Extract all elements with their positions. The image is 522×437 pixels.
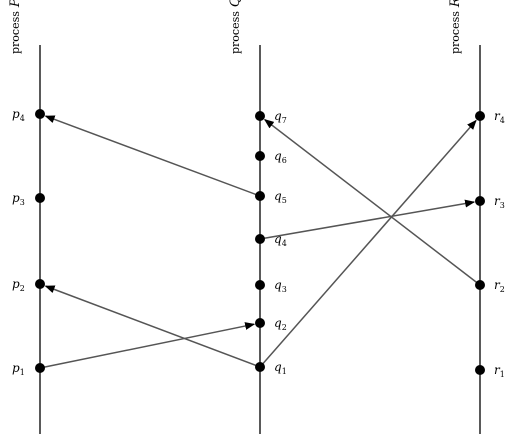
event-label-r4: r4 — [494, 109, 505, 125]
event-r1 — [475, 365, 485, 375]
process-title-prefix: process — [9, 11, 22, 54]
process-title-prefix: process — [229, 11, 242, 54]
message-arrow-q1-to-r4 — [259, 119, 477, 368]
event-label-letter: q — [274, 232, 282, 246]
message-arrow-q4-to-r3 — [259, 199, 476, 240]
event-q3 — [255, 280, 265, 290]
event-label-letter: r — [494, 363, 501, 377]
event-q6 — [255, 151, 265, 161]
event-label-p1: p1 — [12, 361, 25, 377]
process-title-var: P — [8, 0, 23, 8]
process-title-prefix: process — [449, 11, 462, 54]
event-label-subscript: 1 — [282, 367, 287, 376]
process-title-q: process Q — [228, 0, 243, 54]
event-label-subscript: 1 — [20, 368, 25, 377]
event-label-subscript: 2 — [282, 323, 287, 332]
event-p3 — [35, 193, 45, 203]
event-label-subscript: 6 — [282, 156, 287, 165]
event-label-letter: p — [12, 277, 20, 291]
event-label-letter: r — [494, 109, 501, 123]
event-label-p3: p3 — [12, 191, 25, 207]
event-label-letter: r — [494, 194, 501, 208]
event-label-r1: r1 — [494, 363, 505, 379]
event-label-subscript: 4 — [500, 116, 505, 125]
event-q4 — [255, 234, 265, 244]
event-label-p4: p4 — [12, 107, 25, 123]
event-q5 — [255, 191, 265, 201]
message-arrow-p1-to-q2 — [39, 322, 256, 369]
message-arrow-q5-to-p4 — [44, 115, 261, 197]
event-label-subscript: 5 — [282, 196, 287, 205]
event-label-letter: q — [274, 360, 282, 374]
event-label-q5: q5 — [274, 189, 287, 205]
process-title-var: Q — [228, 0, 243, 7]
message-arrow-r2-to-q7 — [263, 119, 481, 286]
event-r4 — [475, 111, 485, 121]
event-label-letter: r — [494, 278, 501, 292]
event-label-r2: r2 — [494, 278, 505, 294]
event-label-q6: q6 — [274, 149, 287, 165]
event-label-letter: p — [12, 191, 20, 205]
event-label-letter: p — [12, 107, 20, 121]
process-title-r: process R — [448, 0, 463, 54]
event-label-letter: q — [274, 278, 282, 292]
event-label-q4: q4 — [274, 232, 287, 248]
event-q1 — [255, 362, 265, 372]
event-label-subscript: 2 — [20, 284, 25, 293]
event-label-letter: q — [274, 109, 282, 123]
event-label-r3: r3 — [494, 194, 505, 210]
event-label-letter: q — [274, 189, 282, 203]
event-q7 — [255, 111, 265, 121]
event-p1 — [35, 363, 45, 373]
event-q2 — [255, 318, 265, 328]
event-label-q3: q3 — [274, 278, 287, 294]
event-label-subscript: 2 — [500, 285, 505, 294]
event-label-letter: p — [12, 361, 20, 375]
event-label-subscript: 4 — [282, 239, 287, 248]
event-label-letter: q — [274, 149, 282, 163]
event-label-q7: q7 — [274, 109, 287, 125]
message-arrow-q1-to-p2 — [44, 285, 261, 368]
event-p4 — [35, 109, 45, 119]
event-label-letter: q — [274, 316, 282, 330]
event-label-subscript: 3 — [282, 285, 287, 294]
process-title-p: process P — [8, 0, 23, 54]
event-label-p2: p2 — [12, 277, 25, 293]
event-r3 — [475, 196, 485, 206]
event-r2 — [475, 280, 485, 290]
event-label-q2: q2 — [274, 316, 287, 332]
event-label-subscript: 3 — [20, 198, 25, 207]
event-p2 — [35, 279, 45, 289]
event-label-subscript: 1 — [500, 370, 505, 379]
process-title-var: R — [448, 0, 463, 8]
event-label-subscript: 4 — [20, 114, 25, 123]
event-label-subscript: 3 — [500, 201, 505, 210]
event-label-q1: q1 — [274, 360, 287, 376]
event-label-subscript: 7 — [282, 116, 287, 125]
